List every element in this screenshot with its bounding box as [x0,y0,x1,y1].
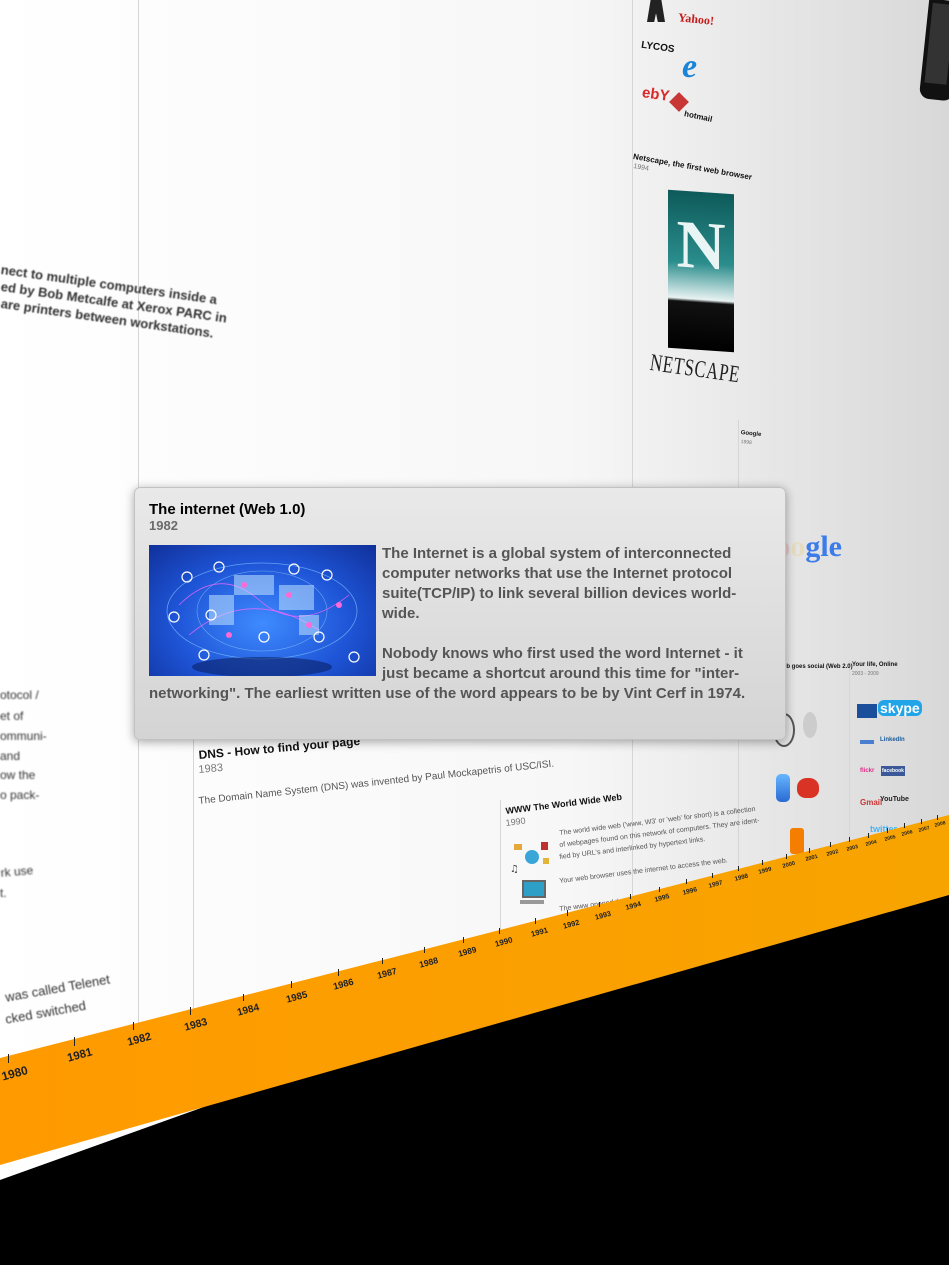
year-tick-1984 [242,993,244,1002]
keyboard-icon [520,900,544,904]
year-tick-2008 [937,814,939,820]
divider-1983 [193,738,194,1028]
year-tick-1983 [190,1007,192,1016]
year-tick-1997 [712,872,714,878]
year-tick-2004 [868,832,870,838]
web2-title: The web goes social (Web 2.0) [766,664,853,670]
myspace-icon [857,704,877,718]
year-tick-2002 [829,842,831,848]
year-tick-2001 [808,847,810,853]
flickr-logo: flickr [860,768,875,774]
folder-icon [514,844,522,850]
tcp-text-line7: rk use [0,863,34,880]
year-tick-1992 [567,910,568,916]
globe-icon [525,850,539,864]
gmail-logo: Gmail [860,798,883,807]
year-tick-1986 [338,968,340,976]
netscape-logo: N [668,189,734,353]
facebook-logo: facebook [881,766,905,776]
youtube-logo: YouTube [880,796,909,803]
popup-paragraph-1: The Internet is a global system of inter… [382,545,737,622]
www-illustration: ♫ [510,830,555,918]
divider-1990 [500,800,501,960]
popup-paragraph-2: Nobody knows who first used the word Int… [149,645,746,702]
year-tick-1985 [291,981,293,989]
twitter-logo: twitter [870,824,897,834]
year-tick-1990 [499,927,501,934]
year-tick-2003 [849,837,851,843]
year-tick-2000 [785,853,787,859]
year-tick-1999 [761,859,763,865]
year-tick-1993 [598,901,600,908]
year-tick-2005 [887,827,889,833]
event-popup[interactable]: The internet (Web 1.0) 1982 [134,487,786,740]
google-logo-visible: gle [805,530,842,563]
google-year: 1998 [740,439,753,447]
year-tick-1995 [658,886,660,892]
year-tick-1989 [462,936,464,944]
network-map-graphic [166,561,360,676]
dns-year: 1983 [198,761,224,776]
year-tick-2006 [904,823,906,829]
monitor-icon [522,880,546,898]
document-icon [541,842,548,850]
year-tick-1991 [535,918,537,925]
year-tick-1996 [686,879,688,885]
ie-logo: e [682,48,698,85]
year-tick-1982 [133,1021,135,1030]
tcp-text-line2: et of [0,709,24,723]
year-tick-1980 [8,1054,9,1063]
ebay-logo: ebY [640,84,671,105]
lock-icon [543,858,549,864]
year-tick-1988 [423,946,425,954]
yourlife-year: 2003 - 2009 [852,671,879,677]
tcp-text-line8: t. [0,886,7,900]
tcp-text-line4: and [0,749,21,763]
blogger-icon [790,828,804,854]
tcp-text-line6: o pack- [0,788,40,802]
netscape-letter: N [676,205,726,285]
year-tick-1987 [381,957,383,965]
linkedin-logo: LinkedIn [880,737,905,743]
year-tick-2007 [921,818,923,824]
altavista-icon [647,0,665,22]
popup-title: The internet (Web 1.0) [149,501,306,518]
divider-2002 [849,660,850,875]
year-tick-1998 [738,866,740,872]
popup-year: 1982 [149,518,178,533]
popup-internet-image [149,545,376,676]
yourlife-title: Your life, Online [852,662,898,668]
skype-logo: skype [878,700,922,716]
wikipedia-icon [803,712,817,738]
year-tick-1981 [73,1037,75,1046]
divider-1994 [632,0,633,910]
music-icon: ♫ [510,864,519,875]
reddit-icon [797,778,819,798]
year-tick-1994 [629,893,631,900]
delicious-icon [860,740,874,744]
popup-body: The Internet is a global system of inter… [149,544,773,704]
tcp-text-line1: otocol / [0,688,39,702]
itunes-icon [776,774,790,802]
tcp-text-line3: ommuni- [0,729,47,743]
tcp-text-line5: ow the [0,768,36,782]
